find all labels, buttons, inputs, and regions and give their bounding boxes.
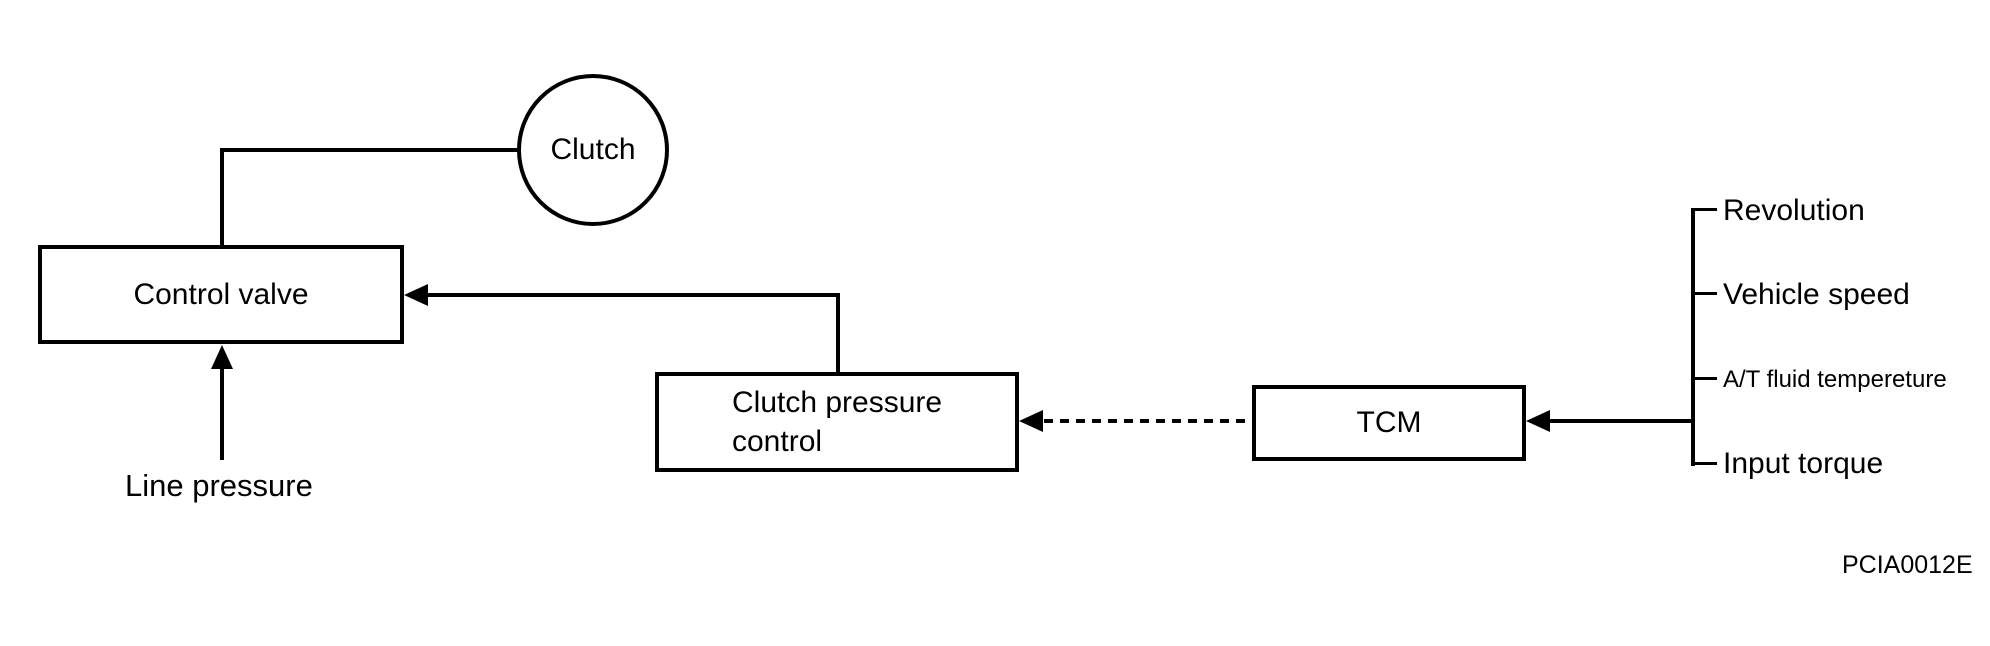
inputs-bracket-line (1691, 208, 1695, 466)
tcm-node-label: TCM (1356, 406, 1422, 439)
figure-code-label: PCIA0012E (1842, 551, 1973, 579)
tcm-to-cpc-dashed-line (1044, 419, 1252, 423)
tcm-to-cpc-dashed-arrowhead-icon (1019, 410, 1043, 432)
clutch-node-label: Clutch (550, 133, 636, 166)
input-label-revolution: Revolution (1723, 194, 1865, 227)
input-tick-at-fluid-temperature (1693, 377, 1717, 380)
cpc-to-control-valve-arrowhead-icon (404, 284, 428, 306)
cpc-to-control-valve-line-vertical (836, 293, 840, 374)
line-pressure-arrowhead-icon (211, 345, 233, 369)
input-tick-input-torque (1693, 462, 1717, 465)
input-label-vehicle-speed: Vehicle speed (1723, 278, 1910, 311)
control-valve-node: Control valve (38, 245, 404, 344)
clutch-pressure-control-node: Clutch pressure control (655, 372, 1019, 472)
clutch-to-control-valve-line-vertical (220, 148, 224, 247)
input-tick-revolution (1693, 208, 1717, 211)
cpc-to-control-valve-line-horizontal (424, 293, 840, 297)
tcm-node: TCM (1252, 385, 1526, 461)
input-tick-vehicle-speed (1693, 292, 1717, 295)
control-valve-node-label: Control valve (133, 277, 309, 311)
line-pressure-label: Line pressure (125, 468, 313, 503)
input-label-at-fluid-temperature: A/T fluid tempereture (1723, 366, 1947, 393)
clutch-to-control-valve-line-horizontal (220, 148, 519, 152)
inputs-to-tcm-line (1548, 419, 1695, 423)
input-label-input-torque: Input torque (1723, 447, 1884, 480)
inputs-to-tcm-arrowhead-icon (1526, 410, 1550, 432)
clutch-pressure-control-node-label: Clutch pressure control (732, 386, 943, 458)
line-pressure-arrow-line (220, 364, 224, 460)
clutch-node: Clutch (517, 74, 669, 226)
